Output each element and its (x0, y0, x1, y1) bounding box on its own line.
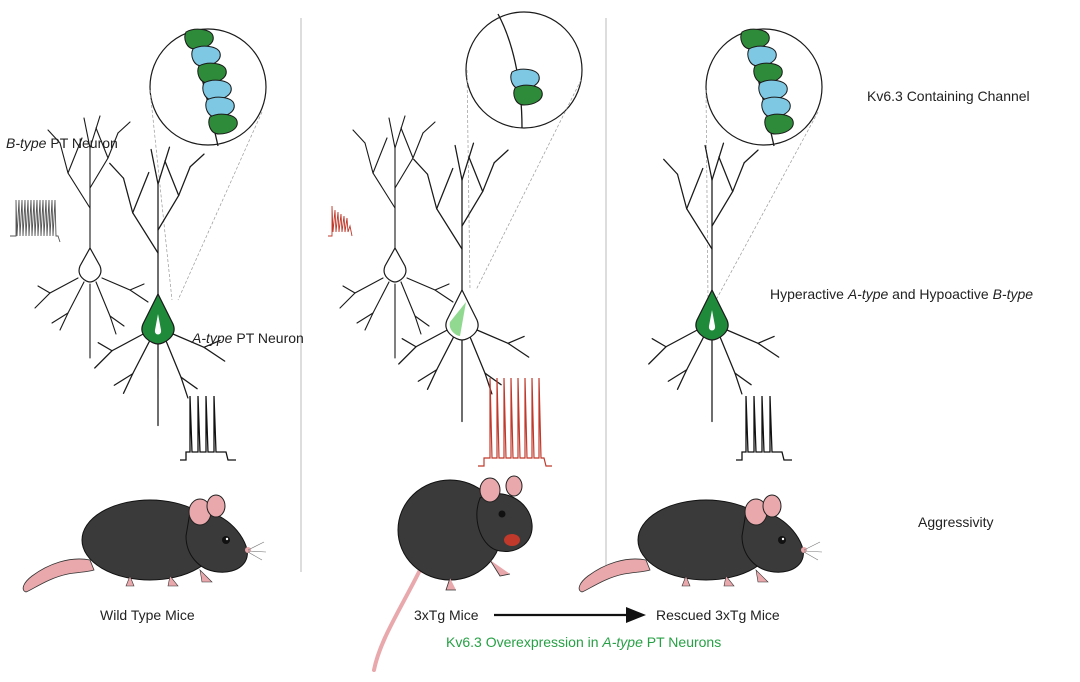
b-type-neuron-label: B-type PT Neuron (6, 135, 118, 151)
activity-label: Hyperactive A-type and Hypoactive B-type (770, 286, 1034, 302)
a-type-neuron-label: A-type PT Neuron (192, 330, 304, 346)
3xtg-mouse (372, 475, 533, 672)
b-type-trace-wt (10, 199, 61, 243)
b-type-trace-tg (328, 205, 353, 237)
channel-zoom-circle-tg (465, 11, 583, 291)
wild-type-label: Wild Type Mice (100, 607, 195, 623)
a-type-trace-tg (478, 377, 552, 467)
channel-zoom-circle-rescued (705, 28, 823, 301)
a-type-trace-wt (180, 395, 236, 461)
rescued-label: Rescued 3xTg Mice (656, 607, 780, 623)
rescued-mouse (578, 494, 823, 593)
channel-zoom-circle-wt (149, 28, 267, 301)
aggressivity-label: Aggressivity (918, 514, 994, 530)
a-type-trace-rescued (736, 395, 792, 461)
overexpression-label: Kv6.3 Overexpression in A-type PT Neuron… (446, 634, 722, 650)
transition-arrow (494, 607, 646, 623)
a-type-neuron-rescued (648, 142, 780, 423)
b-type-neuron-wt (34, 115, 149, 359)
channel-label: Kv6.3 Containing Channel (867, 88, 1030, 104)
wild-type-mouse (22, 494, 267, 593)
3xtg-label: 3xTg Mice (414, 607, 479, 623)
a-type-neuron-tg (398, 142, 530, 423)
a-type-neuron-wt (94, 146, 226, 427)
b-type-neuron-tg (339, 115, 454, 359)
